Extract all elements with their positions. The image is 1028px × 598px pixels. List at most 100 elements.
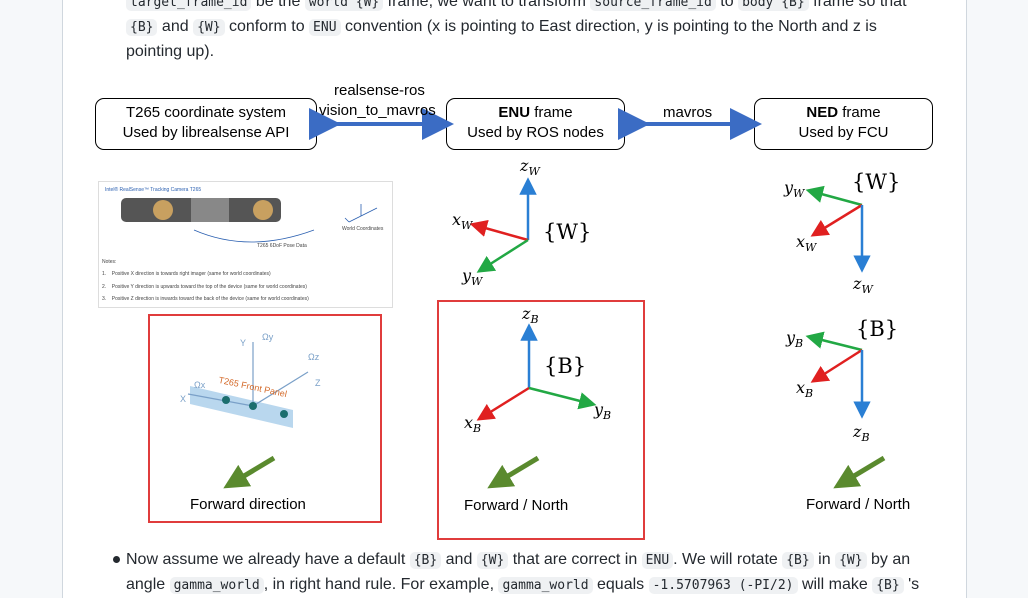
mini-pose-label: T265 6DoF Pose Data [257,243,307,249]
axis-letter: y [786,328,796,347]
axis-sub: B [795,337,804,351]
code-gamma-world: gamma_world [498,577,593,594]
mini-lines [193,204,378,243]
caption-forward-north-middle: Forward / North [464,497,569,514]
text: . We will rotate [673,551,783,568]
camera-lens-right [253,200,273,220]
code-body: body {B} [738,0,809,11]
list-line-2: angle gamma_world, in right hand rule. F… [126,573,926,598]
box-bold: ENU [498,104,531,121]
t265-camera-image: Intel® RealSense™ Tracking Camera T265 T… [98,181,393,308]
box-line: Used by FCU [798,124,889,141]
list-bullet [113,556,120,563]
box-rest: frame [838,104,881,121]
mini-notes-title: Notes: [102,259,117,265]
intro-line-2: pointing up). [126,43,215,60]
mini-note-3: 3. Positive Z direction is inwards towar… [102,296,309,302]
text: , in right hand rule. For example, [263,576,499,593]
camera-window [191,198,229,222]
ned-body-y-label: yB [786,328,803,350]
mini-note-1: 1. Positive X direction is towards right… [102,271,271,277]
connector-label-realsense: realsense-ros [334,82,425,99]
enu-body-z-label: zB [522,304,539,326]
axis-letter: z [853,422,862,441]
text: conform to [224,18,310,35]
panel-svg [187,342,309,428]
axis-letter: z [522,304,531,323]
text: that are correct in [508,551,642,568]
text: and [157,18,194,35]
note-text: Positive Y direction is upwards toward t… [111,284,307,290]
text: frame so that [808,0,907,10]
axis-letter: y [784,178,794,197]
axis-letter: y [462,266,472,285]
list-item: Now assume we already have a default {B}… [126,548,926,598]
code-b: {B} [872,577,904,594]
mini-title: Intel® RealSense™ Tracking Camera T265 [105,187,202,193]
enu-body-x-label: xB [464,413,481,435]
axis-x: X [180,394,187,404]
enu-world-frame-label: {W} [543,220,592,244]
text: equals [592,576,649,593]
code-b: {B} [409,552,442,569]
text: frame, we want to transform [383,0,591,10]
ned-world-y-label: yW [784,178,804,200]
axis-letter: z [853,274,862,293]
mini-world-label: World Coordinates [342,226,384,232]
ned-body-frame-label: {B} [856,317,899,341]
text: be the [251,0,305,10]
text: by an [866,551,911,568]
note-text: Positive X direction is towards right im… [111,271,271,277]
code-b: {B} [782,552,814,569]
code-source-frame-id: source_frame_id [590,0,716,11]
caption-forward-north-right: Forward / North [806,496,911,513]
ned-world-frame-label: {W} [852,170,901,194]
ned-world-z-label: zW [853,274,873,296]
axis-sub: W [805,241,817,255]
mini-note-2: 2. Positive Y direction is upwards towar… [102,284,307,290]
code-enu: ENU [641,552,674,569]
enu-world-z-label: zW [520,156,540,178]
enu-box: ENU frame Used by ROS nodes [446,98,625,150]
code-target-frame-id: target_frame_id [126,0,252,11]
code-enu: ENU [309,19,341,36]
box-bold: NED [806,104,839,121]
box-line: ENU frame [447,103,624,123]
text: in [813,551,836,568]
axis-sub: W [461,219,473,233]
axis-letter: x [464,413,474,432]
list-line-1: Now assume we already have a default {B}… [126,548,926,573]
connector-label-vision: vision_to_mavros [319,102,436,119]
intro-paragraph: target_frame_id be the world {W} frame, … [126,0,926,64]
axis-letter: x [452,210,462,229]
intro-line-0: target_frame_id be the world {W} frame, … [126,0,926,15]
ned-body-x-label: xB [796,378,813,400]
ned-world-x-label: xW [796,232,816,254]
code-b: {B} [126,19,158,36]
omega-z: Ωz [308,352,320,362]
connector-label-mavros: mavros [663,104,713,121]
enu-body-y-label: yB [594,400,611,422]
axis-sub: W [528,165,540,179]
enu-world-x-label: xW [452,210,472,232]
axis-letter: x [796,232,806,251]
omega-x: Ωx [194,380,206,390]
text: will make [797,576,873,593]
highlight-left [148,314,382,523]
text: to [715,0,739,10]
enu-world-y-label: yW [462,266,482,288]
axis-letter: y [594,400,604,419]
camera-lens-left [153,200,173,220]
intro-line-1: {B} and {W} conform to ENU convention (x… [126,15,926,40]
box-line: Used by librealsense API [122,124,290,141]
axis-z: Z [315,378,321,388]
text: 's [903,576,920,593]
box-rest: frame [530,104,573,121]
caption-forward-direction: Forward direction [190,496,306,513]
t265-front-panel-diagram: Y Ωy X Ωx Z Ωz T265 Front Panel [148,314,381,522]
code-w: {W} [476,552,509,569]
code-gamma-world: gamma_world [169,577,264,594]
note-text: Positive Z direction is inwards toward t… [111,296,309,302]
t265-box: T265 coordinate system Used by librealse… [95,98,317,150]
enu-body-frame-label: {B} [544,354,587,378]
